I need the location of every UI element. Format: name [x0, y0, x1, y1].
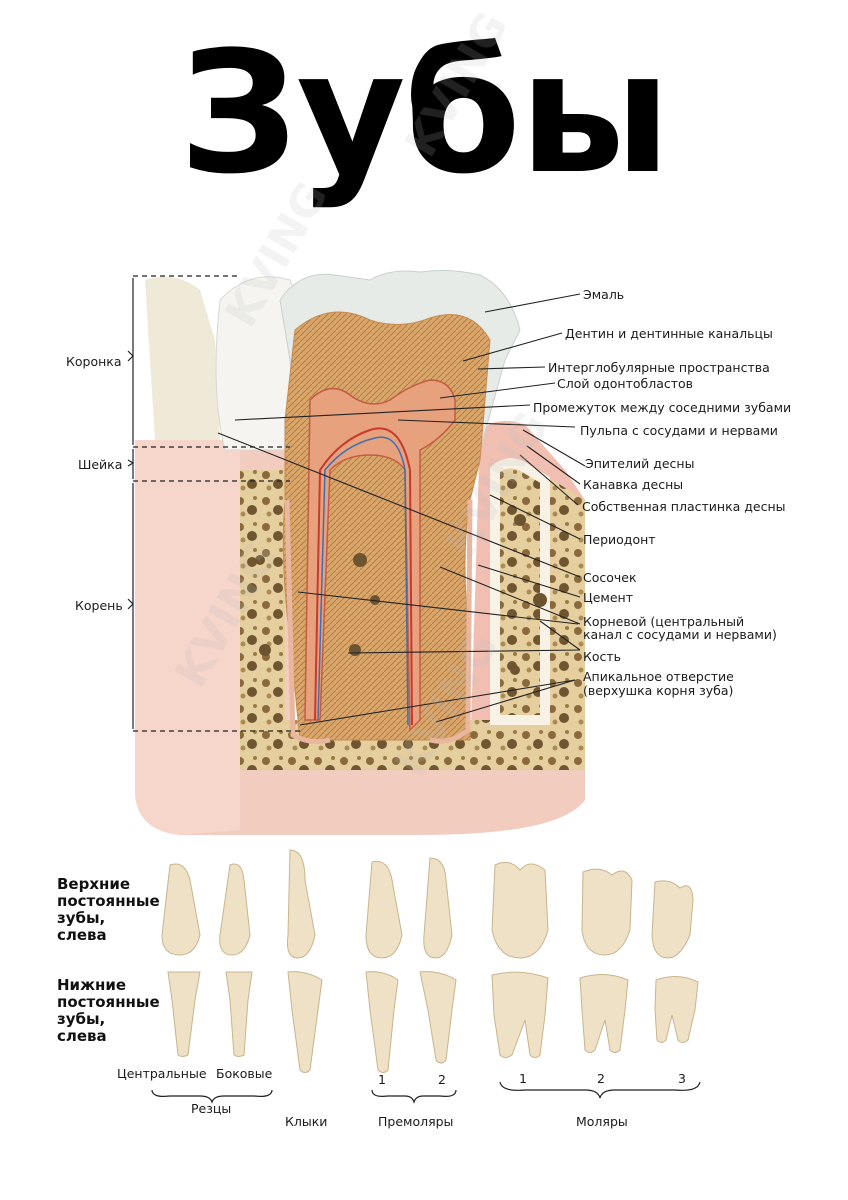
label-bone: Кость	[583, 649, 622, 664]
label-odontoblasts: Слой одонтобластов	[557, 376, 694, 391]
caption-molar-1: 1	[519, 1071, 527, 1086]
label-gingival-sulcus: Канавка десны	[583, 477, 684, 492]
label-interglobular: Интерглобулярные пространства	[548, 360, 770, 375]
caption-canines: Клыки	[285, 1114, 328, 1129]
caption-premolars: Премоляры	[378, 1114, 454, 1129]
label-apical-foramen-1: Апикальное отверстие	[583, 669, 734, 684]
caption-premolar-2: 2	[438, 1072, 446, 1087]
region-crown-label: Коронка	[66, 354, 122, 369]
upper-teeth-label: Верхние постоянные зубы, слева	[57, 875, 160, 944]
label-lamina-propria: Собственная пластинка десны	[582, 499, 786, 514]
label-gingival-epithelium: Эпителий десны	[585, 456, 695, 471]
tooth-row-upper	[161, 849, 694, 959]
caption-lateral: Боковые	[216, 1066, 273, 1081]
caption-incisors: Резцы	[191, 1101, 232, 1116]
label-pulp: Пульпа с сосудами и нервами	[580, 423, 778, 438]
region-root-label: Корень	[75, 598, 123, 613]
label-papilla: Сосочек	[583, 570, 637, 585]
tooth-row-lower	[167, 971, 699, 1073]
label-root-canal-2: канал с сосудами и нервами)	[583, 627, 777, 642]
region-neck-label: Шейка	[78, 457, 123, 472]
label-interdental-space: Промежуток между соседними зубами	[533, 400, 792, 415]
svg-text:KVING: KVING	[395, 4, 518, 166]
label-periodontium: Периодонт	[583, 532, 656, 547]
label-cement: Цемент	[583, 590, 633, 605]
caption-premolar-1: 1	[378, 1072, 386, 1087]
label-root-canal-1: Корневой (центральный	[583, 614, 745, 629]
label-enamel: Эмаль	[583, 287, 625, 302]
label-apical-foramen-2: (верхушка корня зуба)	[583, 683, 734, 698]
caption-molar-2: 2	[597, 1071, 605, 1086]
page-title: Зубы	[178, 15, 671, 211]
caption-molars: Моляры	[576, 1114, 628, 1129]
lower-teeth-label: Нижние постоянные зубы, слева	[57, 976, 160, 1045]
caption-central: Центральные	[117, 1066, 207, 1081]
label-dentin: Дентин и дентинные канальцы	[565, 326, 773, 341]
caption-molar-3: 3	[678, 1071, 686, 1086]
